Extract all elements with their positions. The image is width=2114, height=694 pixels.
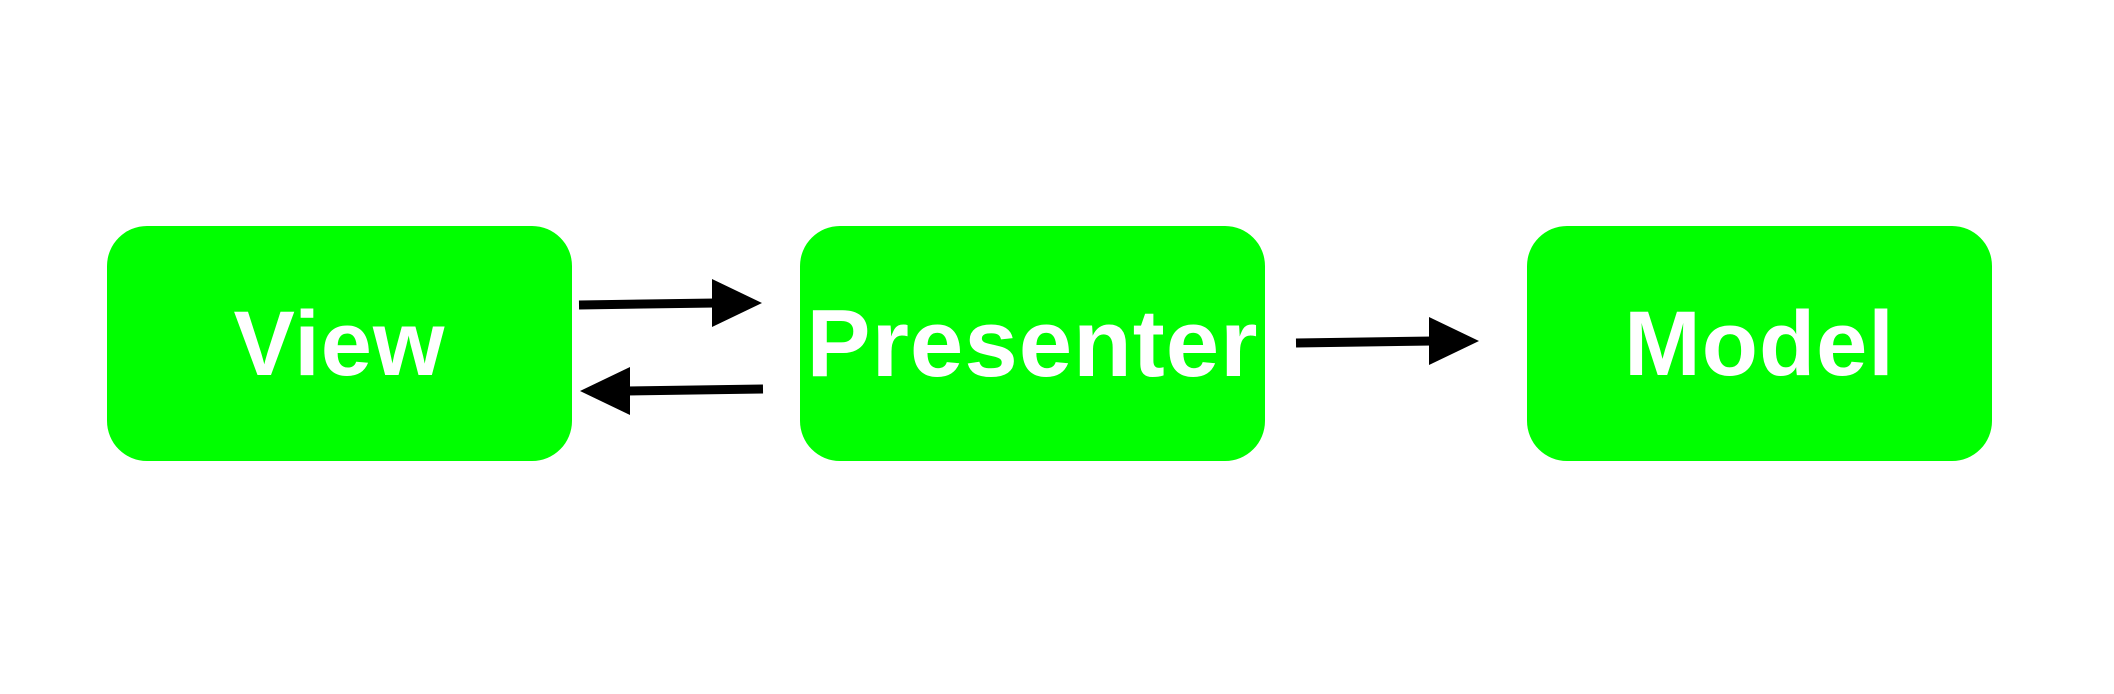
arrow-presenter-to-model (1295, 317, 1479, 365)
presenter-node: Presenter (800, 226, 1265, 461)
arrow-view-to-presenter (578, 279, 762, 327)
model-label: Model (1624, 292, 1895, 395)
presenter-label: Presenter (806, 289, 1259, 397)
model-node: Model (1527, 226, 1992, 461)
view-label: View (233, 292, 446, 395)
view-node: View (107, 226, 572, 461)
arrow-presenter-to-view (580, 367, 764, 415)
